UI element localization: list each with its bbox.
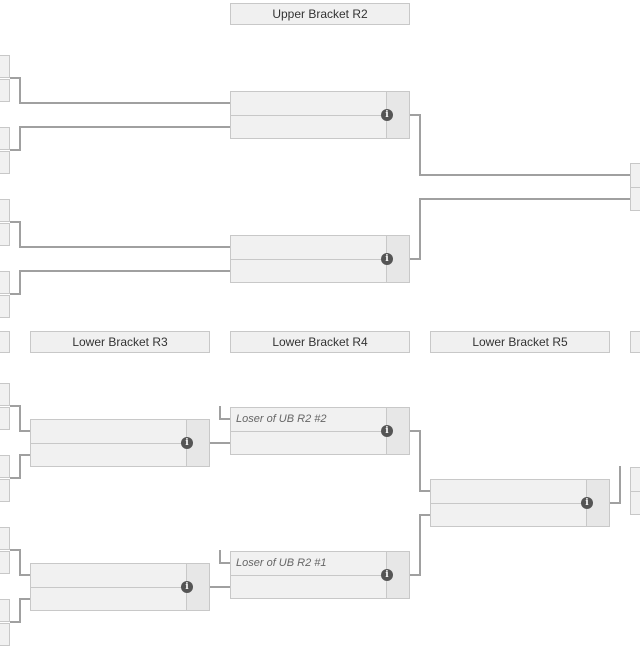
slot-team-bottom[interactable] <box>431 503 587 526</box>
slot-partial <box>0 623 10 646</box>
slot-partial <box>0 455 10 478</box>
slot-team-top[interactable] <box>231 236 387 260</box>
header-lower-bracket-r5: Lower Bracket R5 <box>430 331 610 353</box>
slot-team-bottom[interactable] <box>231 575 387 598</box>
slot-team-top[interactable]: Loser of UB R2 #2 <box>231 408 387 432</box>
header-upper-bracket-r2: Upper Bracket R2 <box>230 3 410 25</box>
info-icon[interactable]: i <box>181 437 193 449</box>
match-ub-r2-1[interactable]: i <box>230 91 410 139</box>
slot-team-top[interactable] <box>31 420 187 444</box>
info-icon[interactable]: i <box>181 581 193 593</box>
slot-partial <box>0 223 10 246</box>
header-partial-right <box>630 331 640 353</box>
match-partial-ub-r3 <box>630 163 640 211</box>
match-lb-r4-1[interactable]: Loser of UB R2 #2 i <box>230 407 410 455</box>
slot-partial <box>0 199 10 222</box>
header-lower-bracket-r4: Lower Bracket R4 <box>230 331 410 353</box>
slot-team-top[interactable] <box>431 480 587 504</box>
slot-partial <box>0 551 10 574</box>
info-icon[interactable]: i <box>381 425 393 437</box>
match-lb-r3-1[interactable]: i <box>30 419 210 467</box>
match-lb-r5-1[interactable]: i <box>430 479 610 527</box>
slot-partial <box>0 55 10 78</box>
slot-partial <box>0 127 10 150</box>
slot-partial <box>0 79 10 102</box>
slot-partial <box>0 383 10 406</box>
slot-team-bottom[interactable] <box>231 259 387 282</box>
info-icon[interactable]: i <box>381 253 393 265</box>
slot-team-bottom[interactable] <box>31 587 187 610</box>
info-icon[interactable]: i <box>381 109 393 121</box>
slot-team-top[interactable] <box>231 92 387 116</box>
match-partial-lb-r6 <box>630 467 640 515</box>
match-ub-r2-2[interactable]: i <box>230 235 410 283</box>
slot-partial <box>0 479 10 502</box>
info-icon[interactable]: i <box>381 569 393 581</box>
match-lb-r4-2[interactable]: Loser of UB R2 #1 i <box>230 551 410 599</box>
slot-team-bottom[interactable] <box>231 431 387 454</box>
slot-team-bottom[interactable] <box>31 443 187 466</box>
match-lb-r3-2[interactable]: i <box>30 563 210 611</box>
slot-partial <box>0 271 10 294</box>
slot-team-top[interactable] <box>31 564 187 588</box>
slot-partial <box>0 151 10 174</box>
info-icon[interactable]: i <box>581 497 593 509</box>
slot-partial <box>0 295 10 318</box>
slot-partial <box>0 599 10 622</box>
header-partial-left <box>0 331 10 353</box>
slot-team-bottom[interactable] <box>231 115 387 138</box>
slot-partial <box>0 527 10 550</box>
slot-partial <box>0 407 10 430</box>
slot-team-top[interactable]: Loser of UB R2 #1 <box>231 552 387 576</box>
header-lower-bracket-r3: Lower Bracket R3 <box>30 331 210 353</box>
